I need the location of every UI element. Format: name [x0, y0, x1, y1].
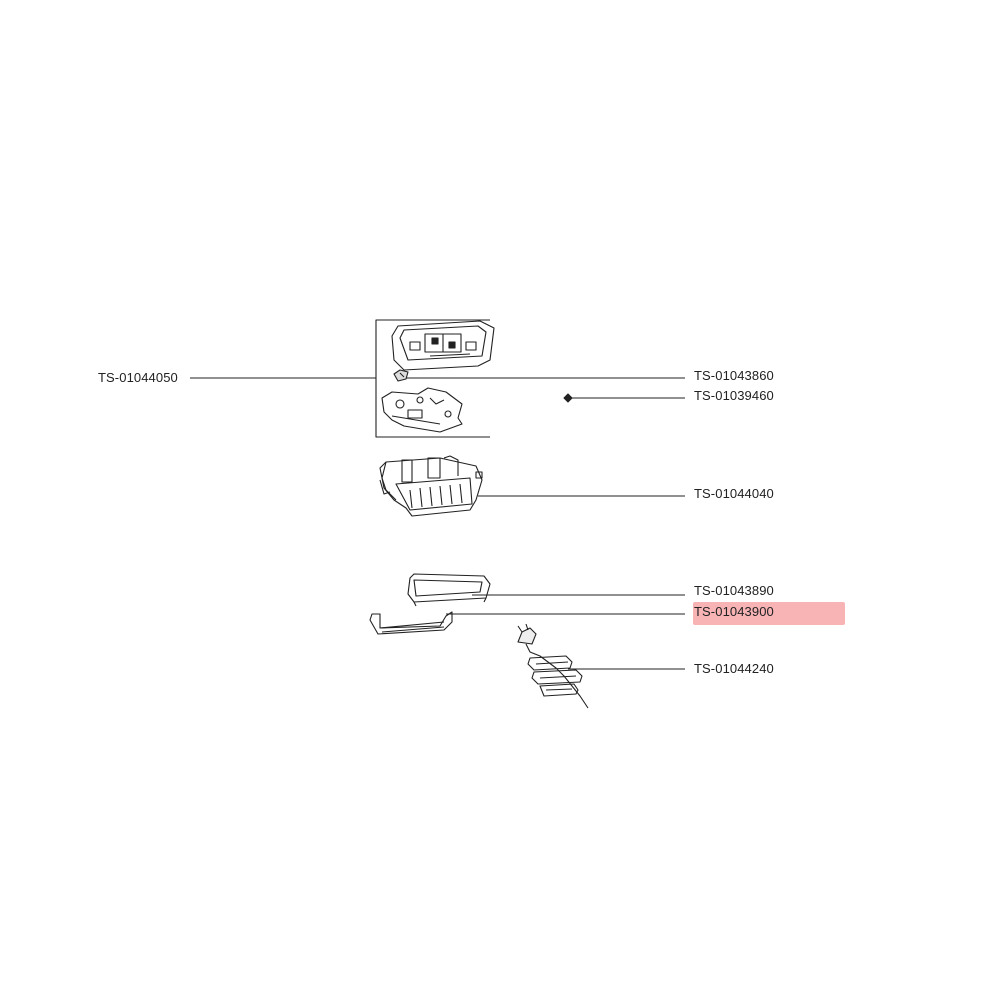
housing-part: [379, 455, 483, 517]
part-code-p3[interactable]: TS-01039460: [694, 388, 774, 403]
part-code-p5[interactable]: TS-01043890: [694, 583, 774, 598]
part-code-p2[interactable]: TS-01043860: [694, 368, 774, 383]
power-cord-part: [517, 623, 589, 709]
part-code-p7[interactable]: TS-01044240: [694, 661, 774, 676]
control-panel-part: [391, 320, 495, 371]
knob-part: [393, 369, 409, 382]
part-code-p4[interactable]: TS-01044040: [694, 486, 774, 501]
handle-part: [369, 611, 453, 635]
part-code-p6[interactable]: TS-01043900: [694, 604, 774, 619]
diamond-marker: [563, 393, 573, 403]
part-code-p1[interactable]: TS-01044050: [98, 370, 178, 385]
group-bracket: [375, 319, 490, 438]
circuit-board-part: [381, 387, 463, 433]
highlight-box: [693, 602, 845, 625]
tray-part: [407, 573, 491, 607]
